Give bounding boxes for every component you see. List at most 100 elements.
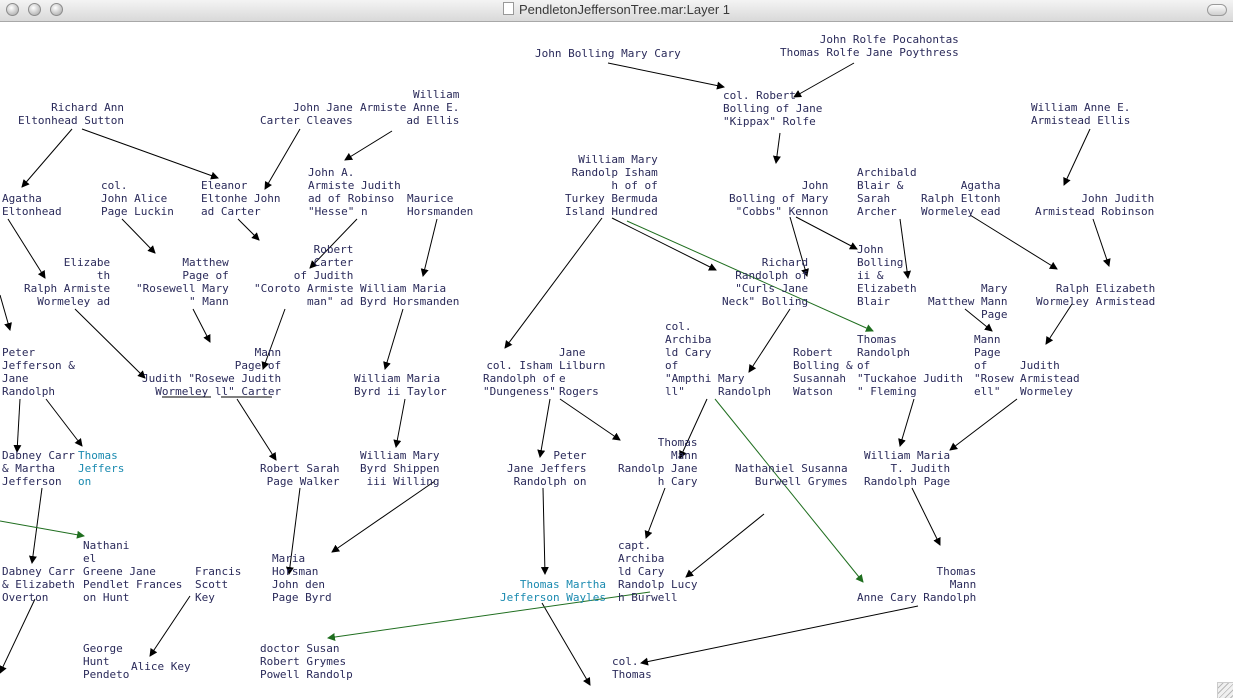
green-edge [327,591,651,641]
node-judith-armistead-wormeley[interactable]: Judith Armistead Wormeley [1020,359,1080,398]
node-jane-lilburne[interactable]: Jane Lilburn e Rogers [559,346,606,398]
node-burwell-grymes[interactable]: Nathaniel Susanna Burwell Grymes [735,462,848,488]
edge [541,602,591,686]
node-thomas-randolph-tuckahoe[interactable]: Thomas Randolph of "Tuckahoe Judith " Fl… [857,333,963,398]
document-icon [502,2,514,15]
edge [13,398,22,453]
edge [679,398,708,459]
edge [898,398,915,447]
green-edge [626,220,874,332]
edge [644,487,666,539]
node-anne-cary-thomas[interactable]: Thomas Mann Anne Cary Randolph [857,565,977,604]
node-john-bolling-kennon[interactable]: John Bolling of Mary "Cobbs" Kennon [729,179,829,218]
close-button[interactable] [6,3,19,16]
green-edge [0,520,85,539]
edge [261,308,286,370]
node-ralph-wormeley-elizabeth[interactable]: Elizabe th Ralph Armiste Wormeley ad [24,256,111,308]
node-thomas-jefferson-martha[interactable]: Thomas Martha Jefferson Wayles [500,578,606,604]
edge [640,605,919,666]
node-col-isham[interactable]: col. Isham Randolph of "Dungeness" [483,359,556,398]
node-george-hunt[interactable]: George Hunt Pendeto [83,642,130,681]
node-eltonhead-sutton[interactable]: Richard Ann Eltonhead Sutton [18,101,124,127]
edge [969,214,1058,270]
resize-grip[interactable] [1217,682,1233,698]
node-maurice-horsmanden[interactable]: Maurice Horsmanden [407,192,474,218]
node-eleanor-carter[interactable]: Eleanor Eltonhe John ad Carter [201,179,281,218]
node-john-armistead-judith[interactable]: John Judith Armistead Robinson [1035,192,1155,218]
node-ralph-agatha[interactable]: Agatha Ralph Eltonh Wormeley ead [921,179,1001,218]
node-richard-randolph[interactable]: Richard Randolph of "Curls Jane Neck" Bo… [722,256,809,308]
edge [949,398,1018,451]
node-randolph-isham[interactable]: William Mary Randolp Isham h of of Turke… [565,153,658,218]
edge [899,218,912,279]
edge [685,513,765,578]
edge [911,487,941,546]
node-col-thomas[interactable]: col. Thomas [612,655,652,681]
node-doctor-robert[interactable]: doctor Susan Robert Grymes Powell Randol… [260,642,353,681]
node-agatha-eltonhead[interactable]: Agatha Eltonhead [2,192,62,218]
node-john-page-maria[interactable]: Maria Horsman John den Page Byrd [272,552,332,604]
node-byrd-iii[interactable]: William Mary Byrd Shippen iii Willing [360,449,440,488]
node-robert-bolling-watson[interactable]: Robert Bolling & Susannah Watson [793,346,853,398]
edge [1063,128,1091,186]
edge [74,308,146,379]
node-matthew-mary-mann[interactable]: Mary Matthew Mann Page [928,282,1008,321]
node-john-bolling-blair[interactable]: John Bolling ii & Elizabeth Blair [857,243,917,308]
node-capt-archibald-lucy[interactable]: capt. Archiba ld Cary Randolp Lucy h Bur… [618,539,698,604]
node-dabney-elizabeth[interactable]: Dabney Carr & Elizabeth Overton [2,565,75,604]
node-peter-jefferson[interactable]: Peter Jefferson & Jane Randolph [2,346,75,398]
edge [611,217,717,271]
edge [1045,303,1073,345]
edge [540,487,549,575]
edge [772,132,781,164]
node-armistead-ellis[interactable]: William Armiste Anne E. ad Ellis [360,88,460,127]
node-peter-jefferson-jane[interactable]: Peter Jane Jeffers Randolph on [507,449,587,488]
edge [559,398,621,441]
edge [344,130,393,161]
minimize-button[interactable] [28,3,41,16]
node-thomas-mann-jane-cary[interactable]: Thomas Mann Randolp Jane h Cary [618,436,698,488]
node-ralph-elizabeth[interactable]: Ralph Elizabeth Wormeley Armistead [1036,282,1156,308]
node-mann-page-rosewell[interactable]: Mann Page of "Rosew ell" [974,333,1014,398]
node-byrd-ii[interactable]: William Maria Byrd ii Taylor [354,372,447,398]
node-armistead-ellis-right[interactable]: William Anne E. Armistead Ellis [1031,101,1131,127]
edge [0,598,36,674]
edge [121,218,156,254]
edge [285,487,301,575]
toolbar-toggle-button[interactable] [1207,4,1227,16]
edge [383,308,404,370]
node-archibald-blair[interactable]: Archibald Blair & Sarah Archer [857,166,917,218]
zoom-button[interactable] [50,3,63,16]
node-carter-cleaves[interactable]: John Jane Carter Cleaves [260,101,353,127]
edge [748,308,791,373]
edge [7,218,46,279]
title-bar: PendletonJeffersonTree.mar:Layer 1 [0,0,1233,22]
node-col-robert-bolling[interactable]: col. Robert Bolling of Jane "Kippax" Rol… [723,89,823,128]
node-mary-randolph[interactable]: Mary Randolph [718,372,771,398]
edge [236,398,277,461]
node-matthew-page[interactable]: Matthew Page of "Rosewell Mary " Mann [136,256,229,308]
node-john-armistead-robinson[interactable]: John A. Armiste Judith ad of Robinso "He… [308,166,401,218]
edge [1092,218,1111,267]
edge [192,308,211,343]
edge [607,62,725,90]
node-page-luckin[interactable]: col. John Alice Page Luckin [101,179,174,218]
node-bolling-cary[interactable]: John Bolling Mary Cary [535,47,681,60]
node-robert-page-walker[interactable]: Robert Sarah Page Walker [260,462,340,488]
node-robert-carter-judith[interactable]: Robert Carter of Judith "Coroto Armiste … [254,243,354,308]
node-nathaniel-pendleton[interactable]: Nathani el Greene Jane Pendlet Frances o… [83,539,183,604]
node-alice-key[interactable]: Alice Key [131,660,191,673]
node-mann-page[interactable]: Mann Page of Judith "Rosewe Judith Worme… [142,346,282,398]
edge [21,128,73,188]
node-rolfe-pocahontas[interactable]: John Rolfe Pocahontas Thomas Rolfe Jane … [780,33,959,59]
node-william-randolph-page[interactable]: William Maria T. Judith Randolph Page [864,449,951,488]
node-dabney-martha[interactable]: Dabney Carr & Martha Jefferson [2,449,75,488]
diagram-canvas[interactable]: John Bolling Mary Cary John Rolfe Pocaho… [0,21,1233,698]
node-byrd-horsmanden[interactable]: William Maria Byrd Horsmanden [360,282,460,308]
node-col-archibald-cary[interactable]: col. Archiba ld Cary of "Ampthi ll" [665,320,712,398]
edge [81,128,219,180]
edge-layer [0,62,1111,686]
edge [964,308,993,332]
node-francis-key[interactable]: Francis Scott Key [195,565,242,604]
node-thomas-jefferson-left[interactable]: Thomas Jeffers on [78,449,125,488]
